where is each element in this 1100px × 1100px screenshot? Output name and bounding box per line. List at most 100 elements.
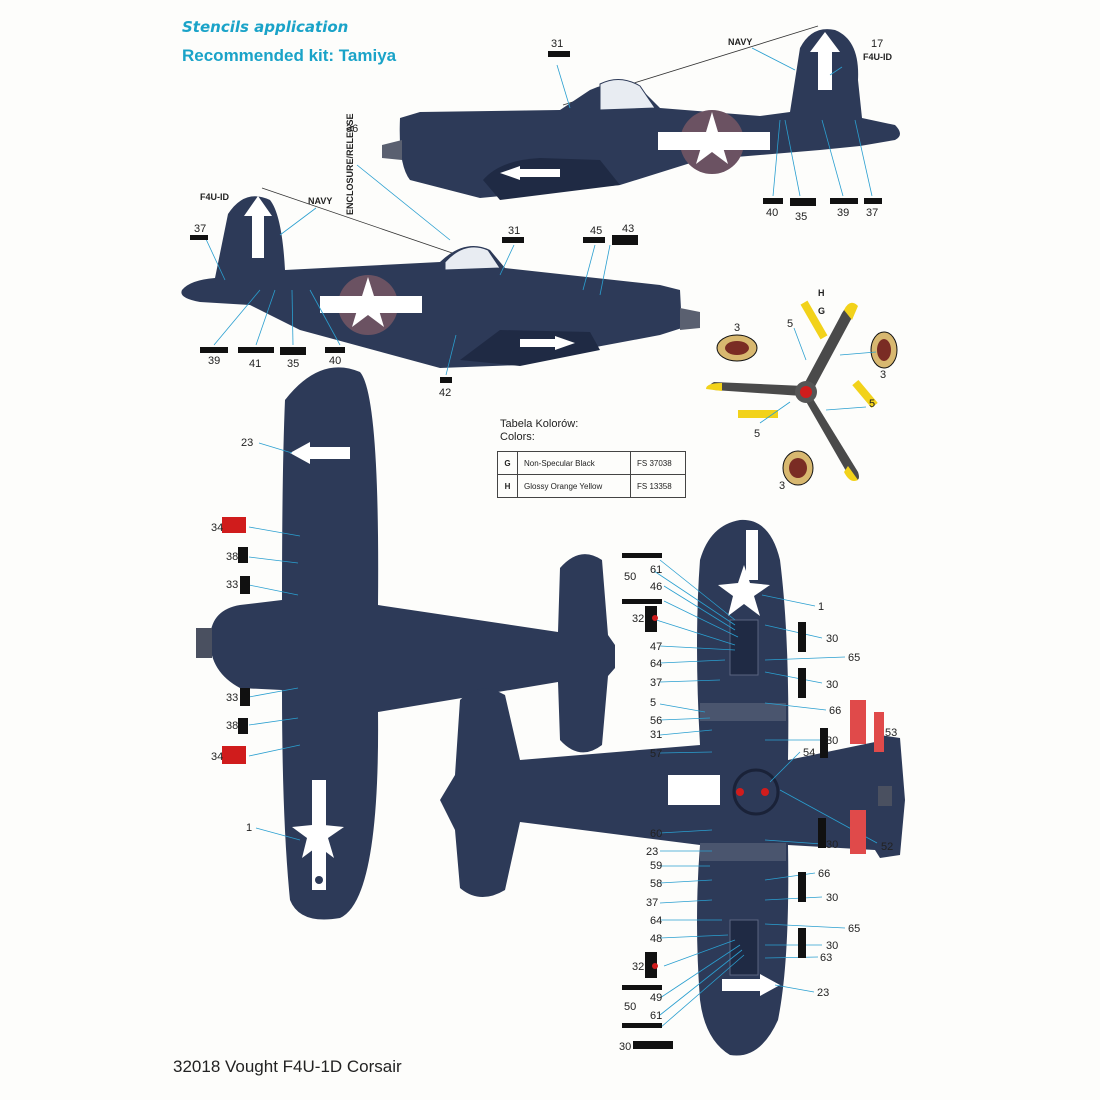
label-54: 54 [803,747,815,759]
footer-model-name: 32018 Vought F4U-1D Corsair [173,1057,402,1076]
label-30-bottom-left: 30 [619,1041,631,1053]
label-32-a: 32 [632,613,644,625]
table-row: G Non-Specular Black FS 37038 [497,451,686,475]
wing-root-lower [460,330,600,366]
stencil-decal [583,237,605,243]
insignia-star-bottom [718,565,770,616]
colors-table: G Non-Specular Black FS 37038 H Glossy O… [497,451,686,498]
red-marker [761,788,769,796]
leader-lines-lower [204,207,611,376]
label-5-prop-c: 5 [754,428,760,440]
label-5-prop-a: 5 [787,318,793,330]
label-65-b: 65 [848,923,860,935]
fuselage-upper [399,29,900,198]
label-39-lower: 39 [208,355,220,367]
leader-lines-prop [759,327,877,424]
stencil-decal [200,347,228,353]
label-31-upper: 31 [551,38,563,50]
stencil-decal [622,553,662,558]
prop-blade [802,306,856,392]
label-5-bottom: 5 [650,697,656,709]
fuselage-lower [181,196,682,368]
label-50-a: 50 [624,571,636,583]
label-1-top: 1 [246,822,252,834]
label-navy-upper: NAVY [728,37,752,47]
stencil-decal [240,688,250,706]
label-f4u-id-lower: F4U-ID [200,192,230,202]
side-view-lower: F4U-ID NAVY 37 31 45 43 39 41 35 40 42 [181,187,700,399]
red-text-decal [874,712,884,752]
label-57: 57 [650,748,662,760]
label-64-a: 64 [650,658,662,670]
stencil-decal [238,547,248,563]
color-name: Non-Specular Black [517,451,631,475]
label-48: 48 [650,933,662,945]
blade-stencil [738,410,778,418]
label-33-top-a: 33 [226,579,238,591]
label-h: H [818,288,825,298]
page-title: Stencils application [182,18,349,36]
stencil-decal [622,985,662,990]
table-row: H Glossy Orange Yellow FS 13358 [497,474,686,498]
red-text-decal [850,700,866,744]
bottom-view-spinner [878,786,892,806]
stencil-decal [622,1023,662,1028]
tail-arrow-lower [244,196,272,258]
label-61-b: 61 [650,1010,662,1022]
stencil-decal [798,622,806,652]
leader-lines-upper [356,47,873,241]
enclosure-release-label: ENCLOSURE/RELEASE [345,113,355,215]
insignia-star-top [292,806,344,858]
canopy-lower [444,246,501,271]
label-23-top: 23 [241,437,253,449]
label-36: 36 [346,123,358,135]
wing-stripe [700,703,786,721]
recommended-kit: Recommended kit: Tamiya [182,46,397,65]
label-3-prop-c: 3 [779,480,785,492]
label-46: 46 [650,581,662,593]
red-text-decal [850,810,866,854]
stencil-decal [798,872,806,902]
label-37-bottom-b: 37 [646,897,658,909]
label-42: 42 [439,387,451,399]
label-56: 56 [650,715,662,727]
stencil-decal [820,728,828,758]
prop-hub-center [800,386,812,398]
bottom-view: 50 61 46 32 47 64 37 5 56 31 57 60 23 59… [440,519,905,1056]
label-30-f: 30 [826,940,838,952]
label-35-lower: 35 [287,358,299,370]
stencil-decal [190,235,208,240]
label-40-upper: 40 [766,207,778,219]
label-3-prop-a: 3 [734,322,740,334]
stencil-decal [548,51,570,57]
stencil-decal [864,198,882,204]
label-30-c: 30 [826,735,838,747]
label-f4u-id-upper: F4U-ID [863,52,893,62]
label-59: 59 [650,860,662,872]
label-58: 58 [650,878,662,890]
stencil-decal [645,952,657,978]
ventral-window [668,775,720,805]
color-code: G [497,451,518,475]
label-34-top-b: 34 [211,751,223,763]
stencil-decal [790,198,816,206]
label-38-top-a: 38 [226,551,238,563]
top-view: 23 34 38 33 33 38 34 1 [196,367,615,920]
label-33-top-b: 33 [226,692,238,704]
label-34-top-a: 34 [211,522,223,534]
label-52: 52 [881,841,893,853]
insignia-star-lower [343,277,393,327]
label-64-b: 64 [650,915,662,927]
arrow-top [290,442,350,464]
warning-decal [222,746,246,764]
hub-decal-inner [877,339,891,361]
spinner-lower [680,308,700,330]
warning-decal [222,517,246,533]
label-30-d: 30 [826,839,838,851]
label-35-upper: 35 [795,211,807,223]
label-37-bottom-a: 37 [650,677,662,689]
colors-heading-pl: Tabela Kolorów: [500,418,579,430]
stencil-decal [502,237,524,243]
prop-tip [844,302,858,320]
label-66-b: 66 [818,868,830,880]
